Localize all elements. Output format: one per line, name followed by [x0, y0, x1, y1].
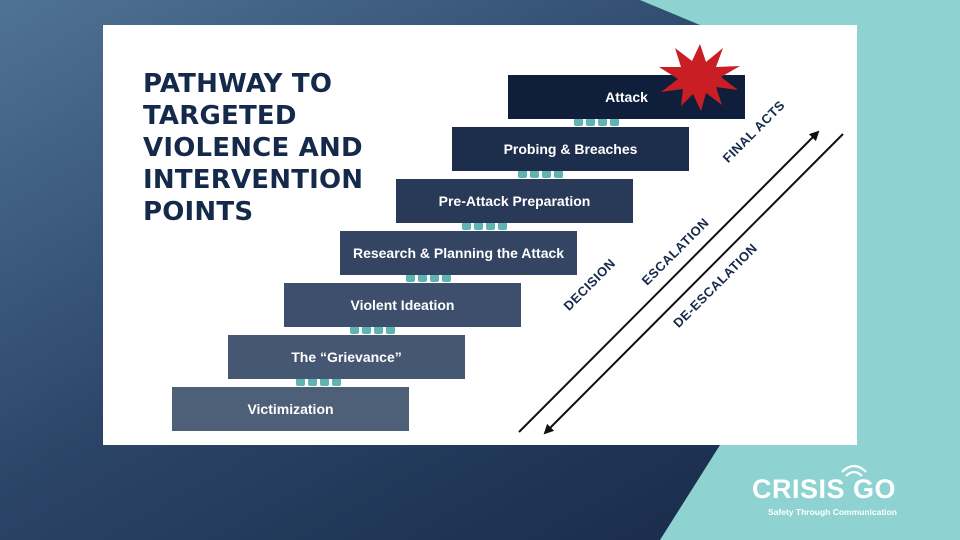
step-research-planning: Research & Planning the Attack	[340, 231, 577, 275]
logo-tagline: Safety Through Communication	[768, 507, 897, 517]
step-probing-breaches: Probing & Breaches	[452, 127, 689, 171]
step-victimization: Victimization	[172, 387, 409, 431]
connector-dots	[518, 170, 563, 178]
signal-waves-icon	[841, 464, 867, 477]
connector-dots	[406, 274, 451, 282]
step-attack: Attack	[508, 75, 745, 119]
diagram-title: PATHWAY TO TARGETED VIOLENCE AND INTERVE…	[143, 69, 364, 227]
crisisgo-logo: CRISIS GO Safety Through Communication	[748, 464, 908, 526]
connector-dots	[462, 222, 507, 230]
step-pre-attack-preparation: Pre-Attack Preparation	[396, 179, 633, 223]
step-grievance: The “Grievance”	[228, 335, 465, 379]
connector-dots	[296, 378, 341, 386]
logo-wordmark: CRISIS GO	[752, 474, 897, 504]
connector-dots	[574, 118, 619, 126]
step-violent-ideation: Violent Ideation	[284, 283, 521, 327]
connector-dots	[350, 326, 395, 334]
